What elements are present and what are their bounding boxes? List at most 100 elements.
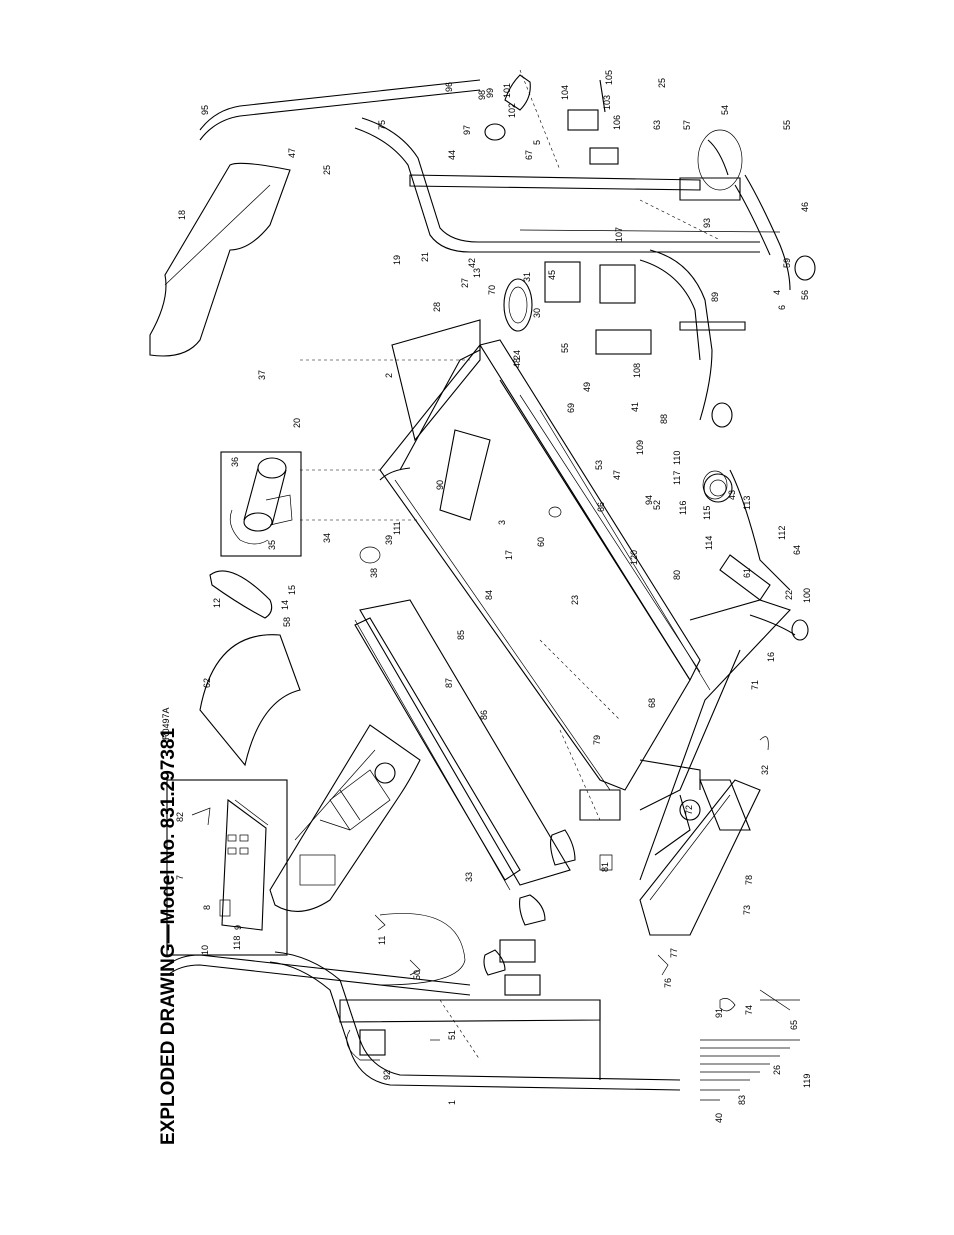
- part-label: 38: [369, 568, 379, 578]
- part-label: 11: [377, 936, 387, 945]
- part-label: 10: [200, 945, 210, 955]
- part-label: 102: [507, 103, 517, 118]
- part-label: 90: [435, 480, 445, 490]
- part-label: 8: [202, 905, 212, 910]
- part-label: 114: [704, 536, 714, 550]
- part-label: 104: [560, 85, 570, 100]
- part-label: 98: [477, 90, 487, 100]
- part-label: 50: [412, 970, 422, 980]
- part-label: 120: [629, 550, 639, 565]
- part-label: 87: [444, 678, 454, 688]
- part-label: 54: [720, 105, 730, 115]
- part-label: 76: [663, 978, 673, 988]
- part-label: 58: [282, 617, 292, 627]
- part-label: 100: [802, 588, 812, 603]
- part-label: 41: [630, 402, 640, 412]
- part-label: 64: [792, 545, 802, 555]
- part-label: 5: [532, 140, 542, 145]
- part-label: 66: [596, 502, 606, 512]
- part-label: 89: [710, 292, 720, 302]
- part-label: 20: [292, 418, 302, 428]
- part-label: 31: [522, 272, 532, 282]
- part-label: 94: [644, 495, 654, 505]
- part-label: 77: [669, 948, 679, 958]
- part-label: 67: [524, 150, 534, 160]
- console-body: [269, 724, 421, 912]
- part-label: 14: [280, 600, 290, 610]
- part-label: 110: [672, 451, 682, 465]
- part-label: 101: [502, 83, 512, 98]
- part-label: 56: [800, 290, 810, 300]
- upright-right-assembly: [199, 74, 816, 428]
- part-label: 113: [742, 496, 752, 510]
- part-label: 43: [727, 490, 737, 500]
- part-label: 68: [647, 698, 657, 708]
- part-label: 82: [175, 812, 185, 822]
- part-label: 78: [744, 875, 754, 885]
- misc-parts: [199, 278, 800, 1101]
- part-label: 18: [177, 210, 187, 220]
- part-label: 99: [485, 88, 495, 98]
- motor-hood: [149, 162, 291, 357]
- part-label: 115: [702, 506, 712, 520]
- part-label: 63: [652, 120, 662, 130]
- part-label: 25: [657, 78, 667, 88]
- part-label: 62: [202, 678, 212, 688]
- part-label: 109: [635, 440, 645, 455]
- part-label: 47: [612, 470, 622, 480]
- part-label: 80: [672, 570, 682, 580]
- part-label: 45: [547, 270, 557, 280]
- part-label: 3: [497, 520, 507, 525]
- part-label: 81: [600, 862, 610, 872]
- part-label: 15: [287, 585, 297, 595]
- part-label: 40: [714, 1113, 724, 1123]
- part-label: 7: [175, 875, 185, 880]
- part-label: 26: [772, 1065, 782, 1075]
- part-label: 72: [684, 805, 694, 815]
- part-label: 112: [777, 526, 787, 540]
- part-label: 6: [777, 305, 787, 310]
- part-label: 16: [766, 652, 776, 662]
- motor-inset-box: [220, 451, 302, 557]
- part-label: 19: [392, 255, 402, 265]
- part-label: 117: [672, 471, 682, 485]
- part-label: 116: [678, 501, 688, 515]
- part-label: 46: [800, 202, 810, 212]
- part-label: 71: [750, 680, 760, 690]
- alignment-lines: [300, 69, 721, 1061]
- part-label: 47: [287, 148, 297, 158]
- part-label: 86: [479, 710, 489, 720]
- part-label: 32: [760, 765, 770, 775]
- part-label: 75: [377, 120, 387, 130]
- part-label: 83: [737, 1095, 747, 1105]
- part-label: 24: [512, 350, 522, 360]
- part-label: 57: [682, 120, 692, 130]
- part-label: 27: [460, 278, 470, 288]
- part-label: 55: [782, 120, 792, 130]
- part-label: 35: [267, 540, 277, 550]
- part-label: 53: [594, 460, 604, 470]
- part-label: 59: [782, 258, 792, 268]
- part-label: 79: [592, 735, 602, 745]
- part-label: 106: [612, 115, 622, 130]
- console-inset-box: [166, 779, 288, 956]
- part-label: 111: [392, 521, 402, 535]
- part-label: 105: [604, 70, 614, 85]
- part-label: 48: [512, 358, 522, 368]
- part-label: 49: [582, 382, 592, 392]
- part-label: 12: [212, 598, 222, 608]
- treadmill-frame: [354, 319, 711, 891]
- part-label: 84: [484, 590, 494, 600]
- part-label: 92: [382, 1070, 392, 1080]
- part-label: 33: [464, 872, 474, 882]
- part-label: 60: [536, 537, 546, 547]
- part-label: 21: [420, 252, 430, 262]
- part-label: 17: [504, 550, 514, 560]
- part-label: 55: [560, 343, 570, 353]
- part-label: 108: [632, 363, 642, 378]
- part-label: 85: [456, 630, 466, 640]
- part-label: 65: [789, 1020, 799, 1030]
